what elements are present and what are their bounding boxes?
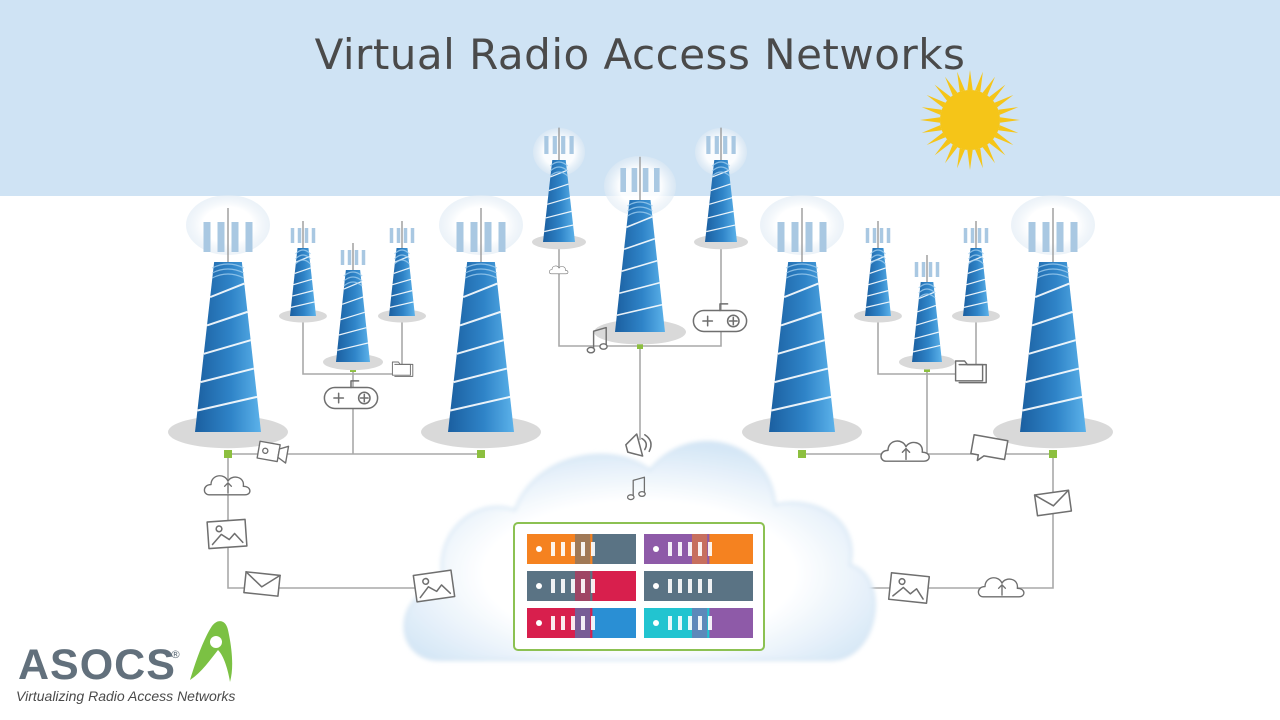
cell-tower (952, 221, 1000, 323)
server-unit (527, 608, 636, 638)
cell-tower (378, 221, 426, 323)
music-note-icon (586, 326, 608, 354)
cloud-icon (549, 265, 569, 275)
cell-tower (899, 255, 955, 370)
folder-icon (954, 360, 987, 384)
cell-tower (694, 127, 748, 250)
cell-tower (594, 156, 686, 345)
cell-tower (993, 208, 1113, 449)
server-unit (644, 608, 753, 638)
cloud-upload-icon (977, 577, 1025, 598)
cell-tower (421, 208, 541, 449)
video-camera-icon (256, 440, 290, 464)
server-unit (527, 571, 636, 601)
chat-bubble-icon (970, 434, 1009, 462)
mail-icon (243, 571, 281, 597)
server-unit (644, 571, 753, 601)
game-controller-icon (323, 380, 379, 410)
cloud-upload-icon (880, 440, 930, 462)
photo-icon (887, 572, 931, 604)
asocs-logo-mark (190, 621, 233, 682)
cell-tower (279, 221, 327, 323)
cell-tower (323, 243, 383, 371)
sun-icon (920, 70, 1020, 170)
game-controller-icon (692, 303, 748, 333)
towers (168, 127, 1113, 449)
photo-icon (412, 569, 456, 603)
cell-tower (168, 208, 288, 449)
data-icons (203, 265, 1073, 604)
page-title: Virtual Radio Access Networks (314, 30, 966, 79)
cloud-upload-icon (203, 475, 251, 496)
server-rack-icon (513, 522, 765, 651)
mail-icon (1033, 489, 1073, 517)
cell-tower (532, 127, 586, 250)
cell-tower (854, 221, 902, 323)
folder-icon (391, 361, 414, 377)
logo-text: ASOCS (18, 641, 176, 689)
music-note-icon (626, 476, 646, 501)
photo-icon (206, 518, 248, 550)
server-unit (644, 534, 753, 564)
logo-registered-mark: ® (170, 648, 181, 661)
megaphone-icon (625, 433, 652, 457)
cell-tower (742, 208, 862, 449)
server-unit (527, 534, 636, 564)
logo-tagline: Virtualizing Radio Access Networks (16, 688, 236, 704)
